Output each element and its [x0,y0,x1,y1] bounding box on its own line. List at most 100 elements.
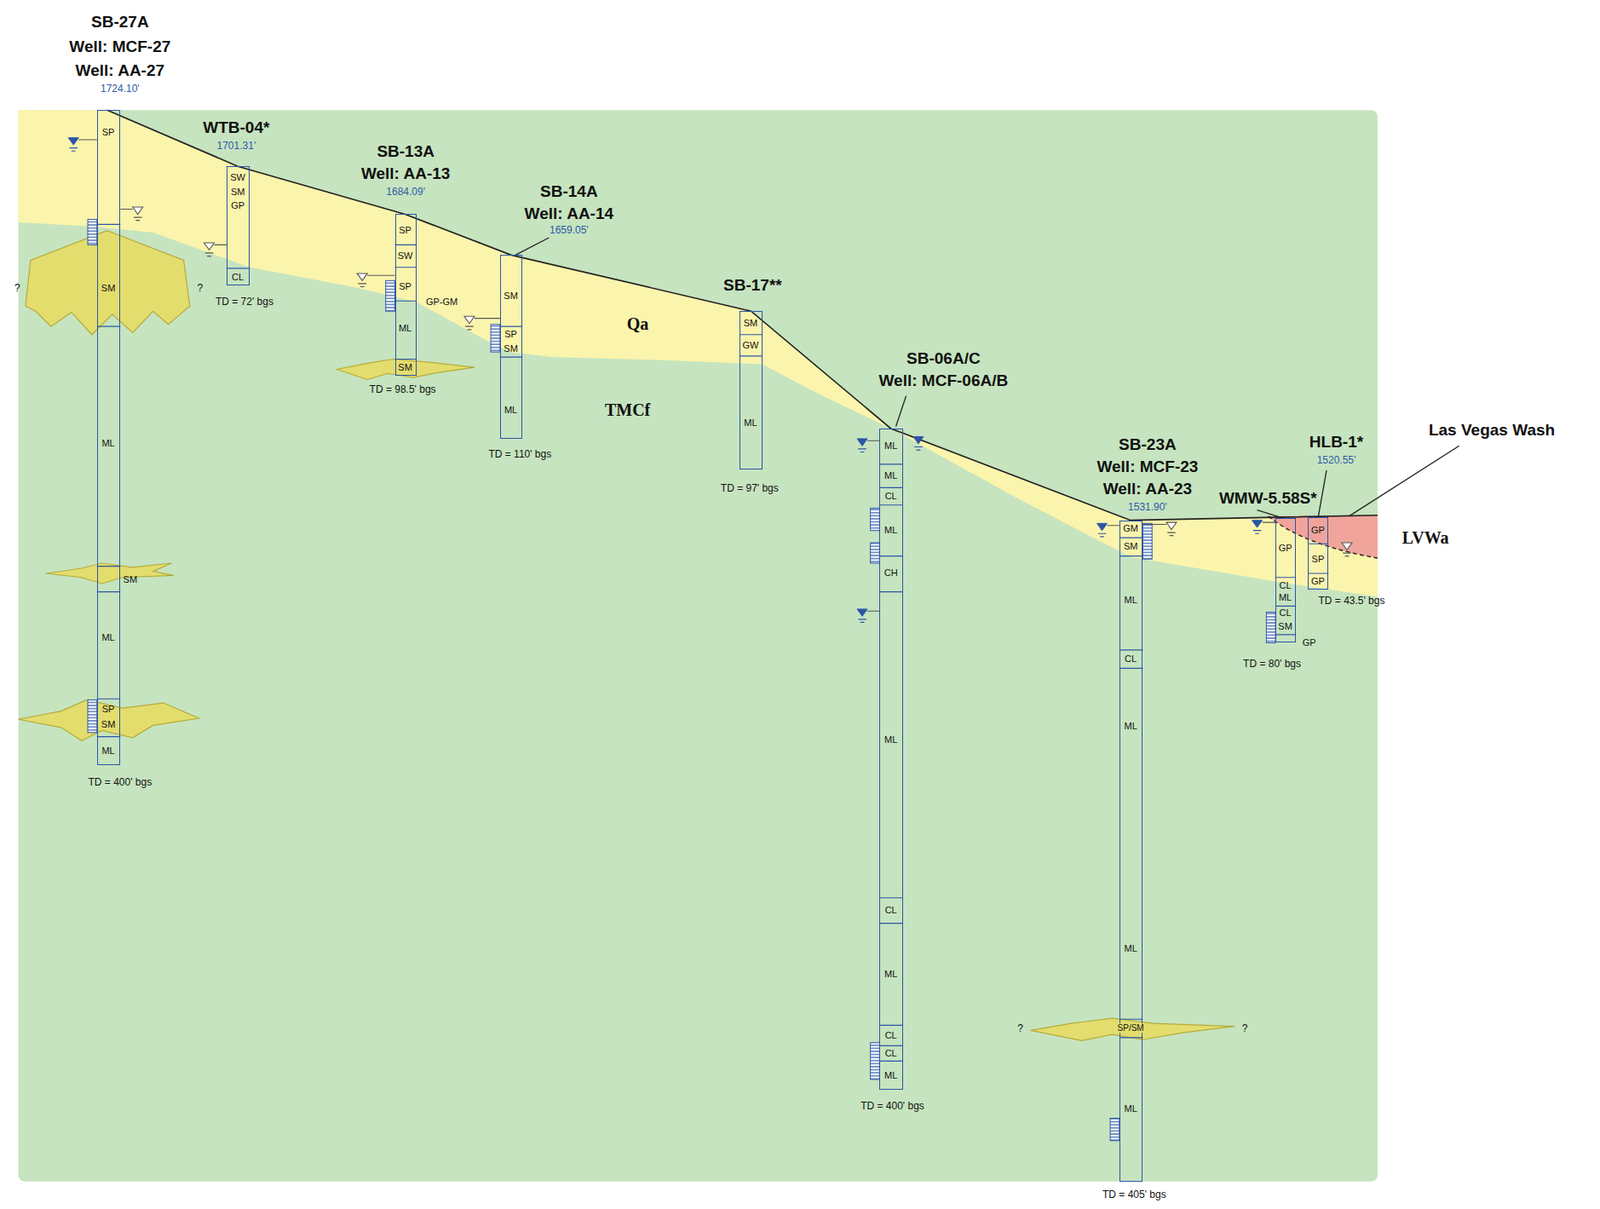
soil-code: GM [1122,523,1139,535]
elevation: 1531.90' [1128,501,1168,514]
soil-code: SM [101,282,116,294]
well-screen [1110,1117,1120,1140]
formation-label: TMCf [604,400,651,421]
contact-line [1268,516,1378,559]
soil-code: SM [397,361,413,373]
well-screen [1266,611,1276,643]
divider [1275,577,1296,635]
borehole-id: HLB-1* [1309,432,1364,452]
soil-code: CL [885,904,898,916]
total-depth: TD = 43.5' bgs [1317,595,1385,608]
well-screen [87,699,98,732]
soil-code: ML [398,322,412,334]
borehole-id: SB-27A [91,12,150,32]
soil-code: ML [884,439,898,451]
soil-code: GW [742,339,760,352]
query-mark: ? [1242,1023,1249,1036]
soil-code: SM [1277,620,1293,632]
water-level-symbol [356,273,368,288]
soil-code: SW [230,172,246,184]
water-level-ticks [78,139,1276,611]
elevation: 1724.10' [100,83,140,96]
formation-label: LVWa [1402,528,1450,548]
soil-code: CL [1279,607,1292,619]
borehole-id: Well: AA-23 [1103,479,1193,499]
borehole-column: SB-23AWell: MCF-23Well: AA-231531.90'GMS… [1119,520,1144,1182]
leader-line [1348,445,1459,517]
query-mark: ? [14,282,21,295]
soil-code: SM [743,317,759,329]
borehole-column: SB-13AWell: AA-131684.09'SPSWSPMLSMTD = … [395,213,417,375]
borehole-id: SB-06A/C [906,349,981,369]
borehole-id: WTB-04* [202,118,270,138]
layer-dividers [97,224,1330,1061]
soil-code: SP [504,328,518,340]
total-depth: TD = 97' bgs [720,483,779,495]
soil-code: SP [1312,552,1325,565]
divider [395,244,417,359]
divider [226,267,251,269]
elevation: 1701.31' [217,140,257,153]
sand-lens [336,359,475,380]
divider [739,334,762,357]
soil-code: SP [398,281,412,293]
soil-code: SP [102,126,116,139]
borehole-column: SB-14AWell: AA-141659.05'SMSPSMMLTD = 11… [500,254,523,439]
water-level-symbol [1252,520,1263,535]
soil-code: GP-GM [425,296,458,308]
borehole-id: Well: MCF-06A/B [879,371,1009,391]
divider [500,326,523,357]
place-name: Las Vegas Wash [1428,420,1555,440]
soil-code: CL [231,271,244,283]
query-mark: ? [196,282,203,295]
ground-surface [107,109,1378,520]
borehole-column: SB-17**SMGWMLTD = 97' bgs [739,310,762,470]
leader-line [896,396,907,427]
soil-code: ML [504,404,518,416]
soil-code: GP [1311,524,1325,536]
well-screen [870,542,881,564]
elevation: 1659.05' [549,224,589,237]
qa-alluvium [18,109,892,429]
soil-code: CL [1124,653,1137,665]
tmcf-formation [18,109,1378,1181]
borehole-column: WTB-04*1701.31'SWSMGPCLTD = 72' bgs [226,166,251,286]
borehole-id: SB-13A [376,142,435,162]
soil-code: SP [398,224,412,236]
borehole-id: SB-14A [540,182,599,202]
soil-code: ML [1278,592,1292,604]
sand-lens [25,230,190,335]
water-level-symbol [857,609,868,623]
divider [879,464,904,1062]
sand-lenses [18,230,1236,1042]
soil-code: ML [1124,720,1138,732]
total-depth: TD = 98.5' bgs [369,384,437,397]
query-mark: ? [1017,1023,1024,1036]
well-screen [490,324,501,352]
soil-code: SP/SM [1116,1023,1146,1034]
borehole-id: Well: AA-14 [524,204,615,224]
soil-code: GP [1311,575,1325,588]
water-level-symbol [464,316,475,330]
soil-code: CL [1279,580,1292,592]
soil-code: ML [101,632,115,644]
water-level-symbol [1166,522,1177,536]
soil-code: ML [743,417,757,429]
leader-line [1257,510,1284,519]
elevation: 1520.55' [1317,454,1357,467]
borehole-id: WMW-5.58S* [1219,489,1318,508]
qa-alluvium [891,428,1378,598]
total-depth: TD = 72' bgs [215,296,274,309]
water-level-symbol [857,438,868,453]
soil-code: CH [884,567,898,579]
soil-code: SM [503,343,518,355]
water-level-symbol [204,242,215,257]
soil-code: ML [884,1069,898,1081]
soil-code: SW [397,250,414,262]
soil-code: CL [885,1030,898,1042]
soil-code: ML [1124,943,1138,955]
divider [1307,543,1329,574]
borehole-column: SB-06A/CWell: MCF-06A/BMLMLCLMLCHMLCLMLC… [879,428,904,1090]
divider [97,224,121,737]
soil-code: SM [503,289,518,301]
